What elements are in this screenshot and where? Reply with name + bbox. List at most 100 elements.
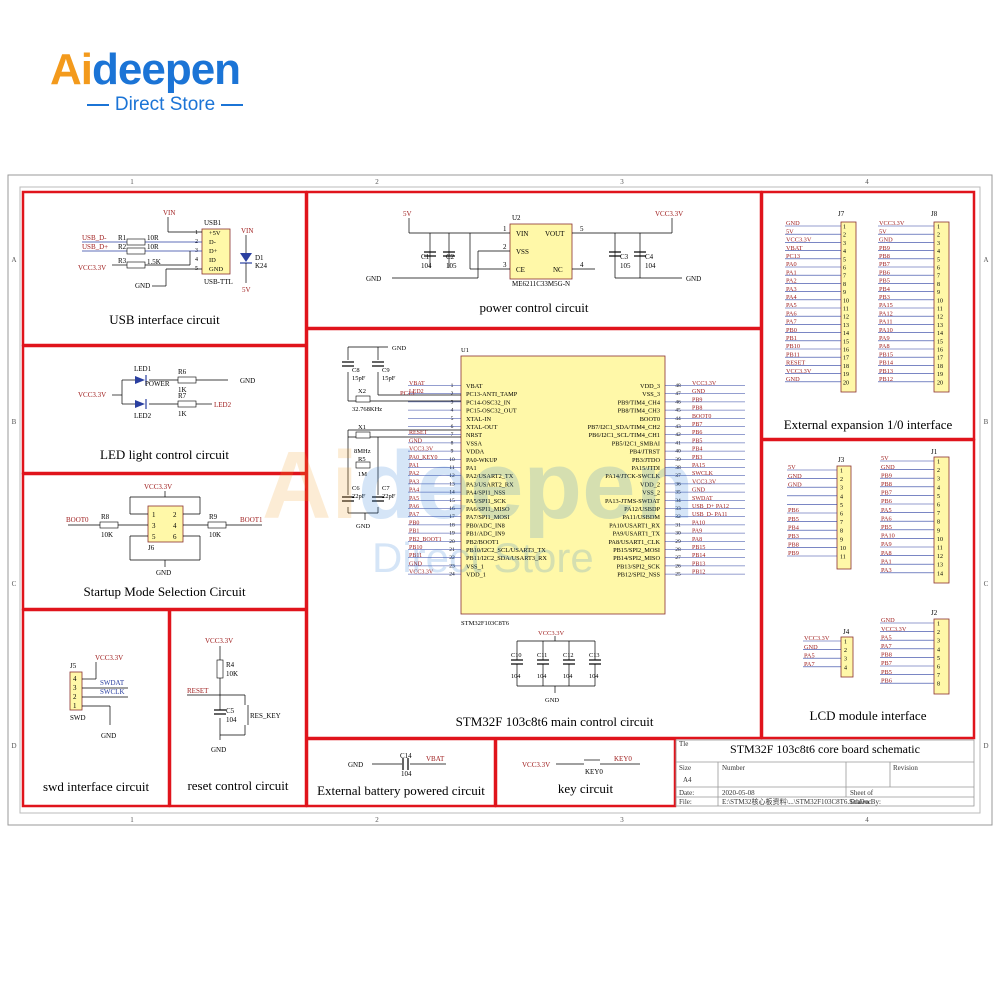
j2-net: GND (881, 617, 895, 624)
main-circuit: U1 STM32F103C8T6 VBAT1VBATPC13-ANTI_TAMP… (342, 345, 745, 704)
key-circuit: VCC3.3V KEY0 KEY0 (522, 755, 640, 776)
j7-net: PB1 (786, 335, 797, 342)
mcu-left-num: 16 (449, 506, 455, 512)
mcu-right-pin: PB8/TIM4_CH3 (618, 408, 660, 415)
u2-num-2: 2 (503, 243, 507, 251)
j1-net: PA6 (881, 515, 892, 522)
j4-pin: 2 (844, 648, 847, 654)
reset-circuit: VCC3.3V R4 10K RESET C5 104 RES_KEY GND (187, 637, 281, 754)
j7-pin: 19 (843, 372, 849, 378)
j7-net: PB0 (786, 327, 797, 334)
j7-pin: 5 (843, 257, 846, 263)
power-5v: 5V (403, 210, 412, 218)
r9-ref: R9 (209, 513, 218, 521)
header-j6 (147, 505, 184, 543)
mcu-body (460, 355, 666, 615)
c6-value: 22pF (352, 493, 366, 500)
mcu-right-net: USB_D+ PA12 (692, 504, 729, 510)
c5-ref: C5 (226, 707, 235, 715)
j8-pin: 6 (937, 266, 940, 272)
power-vcc: VCC3.3V (655, 210, 683, 218)
j5-ref: J5 (70, 662, 77, 670)
mcu-right-pin: VSS_2 (642, 490, 660, 497)
x1-ref: X1 (358, 424, 366, 431)
j7-pin: 11 (843, 307, 849, 313)
j3-net: PB4 (788, 524, 800, 531)
j3-pin: 9 (840, 537, 843, 543)
reset-section-label: reset control circuit (187, 778, 289, 793)
header-j5 (69, 671, 83, 711)
j8-net: PB15 (879, 351, 893, 358)
j8-net: PA12 (879, 310, 893, 317)
mcu-left-net: PA1 (409, 463, 419, 469)
j8-net: PB9 (879, 245, 890, 252)
mcu-right-net: PA15 (692, 463, 705, 469)
mcu-right-net: PB5 (692, 438, 702, 444)
j1-pin: 6 (937, 503, 940, 509)
c7-value: 22pF (382, 493, 396, 500)
j3-pin: 11 (840, 555, 846, 561)
mcu-right-num: 38 (675, 465, 681, 471)
crystal-gnd-bottom: GND (356, 523, 370, 530)
decap-ref: C11 (537, 652, 547, 659)
u2-pin-ce: CE (516, 266, 525, 274)
j3-net: PB6 (788, 507, 799, 514)
j4-ref: J4 (843, 628, 850, 636)
j6-pin-2: 2 (173, 511, 177, 519)
j7-pin: 7 (843, 274, 846, 280)
x2-value: 32.768KHz (352, 406, 382, 413)
power-circuit: U2 ME6211C33M5G-N VIN VSS CE VOUT NC 1 2… (366, 210, 701, 288)
j4-net: VCC3.3V (804, 635, 830, 642)
mcu-left-net: GND (409, 438, 423, 444)
c6-ref: C6 (352, 485, 360, 492)
mcu-right-net: VCC3.3V (692, 479, 717, 485)
j3-pin: 3 (840, 486, 843, 492)
usb-vin: VIN (163, 209, 175, 217)
header-j8 (933, 221, 950, 393)
j8-pin: 15 (937, 339, 943, 345)
startup-circuit: VCC3.3V 1 2 3 4 5 6 J6 BOOT0 BOOT1 R8 10… (66, 483, 263, 577)
j3-pin: 5 (840, 503, 843, 509)
j8-net: GND (879, 237, 893, 244)
power-section-label: power control circuit (479, 300, 589, 315)
mcu-right-pin: PB5/I2C1_SMBAI (612, 440, 660, 447)
j2-net: PB5 (881, 669, 892, 676)
r6-value: 1K (178, 386, 187, 394)
mcu-right-net: PA9 (692, 529, 702, 535)
decap-value: 104 (537, 673, 547, 680)
mcu-right-num: 46 (675, 399, 681, 405)
u2-num-4: 4 (580, 261, 584, 269)
c7-ref: C7 (382, 485, 390, 492)
j2-ref: J2 (931, 609, 938, 617)
decap-gnd: GND (545, 697, 559, 704)
j8-net: PA9 (879, 335, 890, 342)
r6-ref: R6 (178, 368, 187, 376)
mcu-left-num: 18 (449, 522, 455, 528)
led-vcc: VCC3.3V (78, 391, 106, 399)
mcu-right-net: SWCLK (692, 471, 714, 477)
mcu-right-num: 47 (675, 391, 681, 397)
crystal-x2 (355, 395, 371, 403)
decap-value: 104 (563, 673, 573, 680)
mcu-left-pin: PB1/ADC_IN9 (466, 531, 505, 538)
j7-net: PB11 (786, 351, 800, 358)
mcu-right-num: 34 (675, 498, 681, 504)
grid-row-label: B (12, 418, 17, 426)
r8-ref: R8 (101, 513, 110, 521)
j2-pin: 5 (937, 656, 940, 662)
mcu-right-net: PB8 (692, 406, 702, 412)
mcu-right-net: PB9 (692, 397, 702, 403)
j7-net: 5V (786, 228, 794, 235)
mcu-left-pin: VSS_1 (466, 563, 484, 570)
mcu-right-num: 25 (675, 572, 681, 578)
mcu-left-net: GND (409, 561, 423, 567)
j8-net: PB8 (879, 253, 890, 260)
revision-label: Revision (893, 764, 918, 772)
u2-part: ME6211C33M5G-N (512, 280, 570, 288)
battery-vbat: VBAT (426, 755, 445, 763)
crystal-gnd: GND (392, 345, 406, 352)
cap-c1-value: 104 (421, 262, 432, 270)
j7-net: PA5 (786, 302, 797, 309)
j8-net: PB13 (879, 368, 893, 375)
grid-col-label-bottom: 1 (130, 816, 134, 824)
